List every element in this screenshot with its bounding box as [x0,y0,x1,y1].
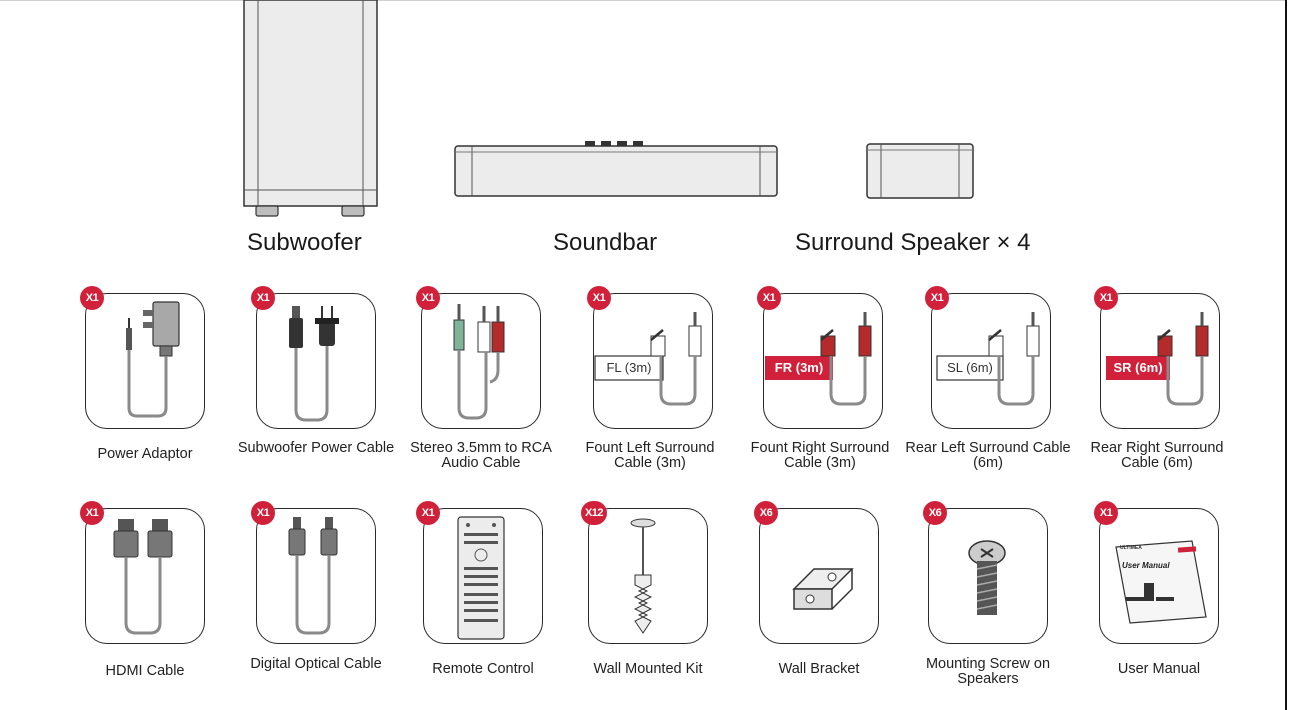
item-frame [85,508,205,644]
sl-cable-icon [936,312,1040,406]
item-label: Wall Bracket [778,661,860,677]
item-label: Stereo 3.5mm to RCA Audio Cable [410,440,552,471]
badge: X6 [923,501,947,525]
badge: X1 [1094,286,1118,310]
item-label: Subwoofer Power Cable [237,440,395,456]
cable-tag: SR (6m) [1113,360,1163,375]
wall-bracket-icon [792,568,854,610]
mounting-screw-icon [968,540,1006,615]
soundbar-label: Soundbar [553,229,658,256]
badge: X1 [416,286,440,310]
badge: X1 [251,501,275,525]
cable-tag: SL (6m) [947,360,993,375]
item-label: Rear Right Surround Cable (6m) [1090,440,1224,471]
manual-brand: ULTIMEA [1120,545,1142,551]
remote-control-icon [457,516,505,640]
badge: X1 [80,286,104,310]
item-frame [256,293,376,429]
power-adaptor-icon [126,301,180,418]
cable-tag: FR (3m) [774,360,824,375]
badge: X12 [581,501,607,525]
badge: X6 [754,501,778,525]
subwoofer-label: Subwoofer [247,229,362,256]
item-label: Rear Left Surround Cable (6m) [905,440,1071,471]
item-label: HDMI Cable [105,663,185,679]
fr-cable-icon [765,312,872,406]
surround-speaker-label: Surround Speaker × 4 [795,229,1031,256]
badge: X1 [80,501,104,525]
manual-title: User Manual [1122,561,1170,570]
badge: X1 [925,286,949,310]
soundbar-image [454,141,778,197]
cable-tag: FL (3m) [606,360,652,375]
user-manual-icon [1115,540,1207,624]
item-label: Wall Mounted Kit [593,661,703,677]
badge: X1 [1094,501,1118,525]
badge: X1 [757,286,781,310]
subwoofer-image [243,0,378,217]
hdmi-cable-icon [113,519,173,635]
fl-cable-icon [594,312,702,406]
item-frame [421,293,541,429]
badge: X1 [587,286,611,310]
rca-cable-icon [453,304,505,420]
optical-cable-icon [288,517,338,635]
item-label: Power Adaptor [97,446,193,462]
power-cable-icon [289,306,339,422]
item-label: Remote Control [432,661,534,677]
wall-anchor-screw-icon [630,518,656,634]
badge: X1 [416,501,440,525]
item-label: Digital Optical Cable [250,656,382,672]
item-label: Mounting Screw on Speakers [925,656,1051,687]
sr-cable-icon [1106,312,1209,406]
item-label: Fount Left Surround Cable (3m) [585,440,715,471]
item-label: User Manual [1117,661,1201,677]
item-frame [256,508,376,644]
surround-speaker-image [866,143,974,199]
item-label: Fount Right Surround Cable (3m) [750,440,890,471]
badge: X1 [251,286,275,310]
